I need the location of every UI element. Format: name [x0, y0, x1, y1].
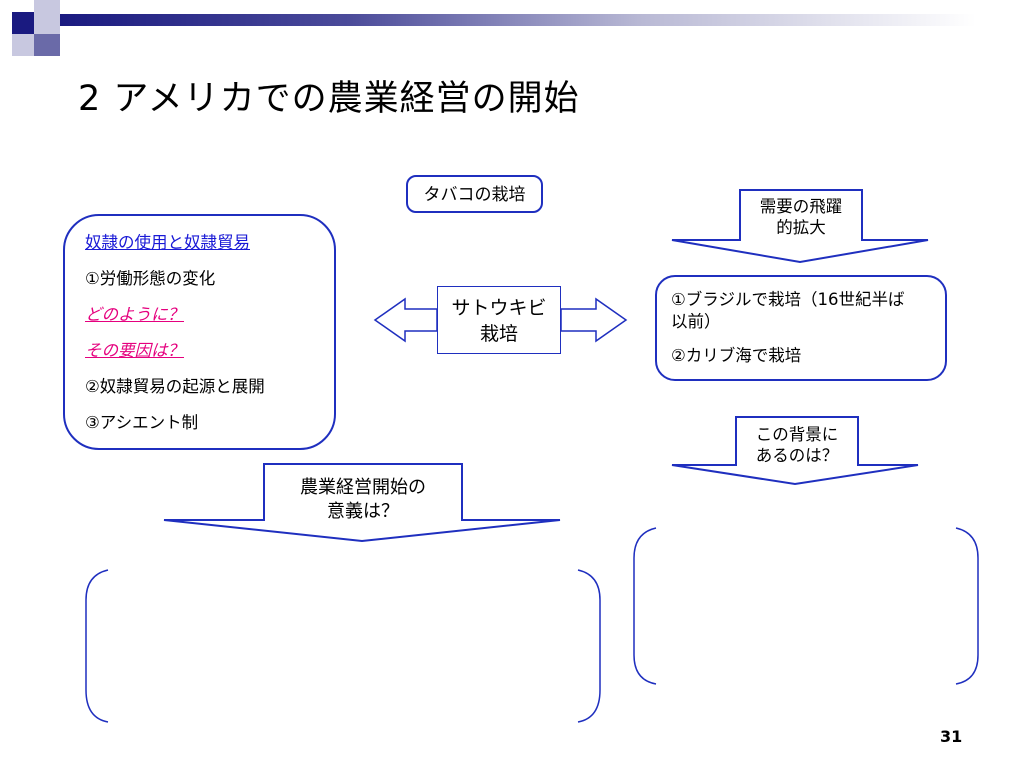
- meaning-line1: 農業経営開始の: [300, 477, 426, 498]
- left-bracket: [85, 569, 109, 723]
- slavery-box: 奴隷の使用と奴隷貿易 ①労働形態の変化 どのように？ その要因は？ ②奴隷貿易の…: [63, 214, 336, 450]
- right-bracket-2: [955, 527, 979, 685]
- demand-line1: 需要の飛躍: [759, 197, 843, 216]
- sugarcane-line1: サトウキビ: [451, 297, 547, 319]
- cultivation-line2: 以前）: [671, 312, 721, 331]
- demand-arrow-shape: [671, 189, 929, 264]
- cultivation-box: ①ブラジルで栽培（16世紀半ば 以前） ②カリブ海で栽培: [655, 275, 947, 381]
- meaning-arrow-shape: [163, 463, 561, 543]
- cultivation-line3: ②カリブ海で栽培: [671, 346, 802, 365]
- slavery-item3: ③アシエント制: [85, 413, 199, 432]
- question-how[interactable]: どのように？: [85, 305, 184, 324]
- slavery-link[interactable]: 奴隷の使用と奴隷貿易: [85, 233, 250, 252]
- sugarcane-box: サトウキビ 栽培: [437, 286, 561, 354]
- cultivation-line1: ①ブラジルで栽培（16世紀半ば: [671, 290, 905, 309]
- demand-arrow-label: 需要の飛躍 的拡大: [740, 196, 862, 238]
- tobacco-box: タバコの栽培: [406, 175, 543, 213]
- double-arrow-shape-right: [560, 297, 628, 343]
- page-title: 2 アメリカでの農業経営の開始: [78, 79, 580, 119]
- sugarcane-line2: 栽培: [479, 323, 518, 345]
- light-square-2: [12, 34, 34, 56]
- double-arrow-shape: [373, 297, 438, 343]
- meaning-line2: 意義は？: [327, 501, 399, 522]
- background-line2: あるのは？: [755, 446, 839, 465]
- navy-square: [12, 12, 34, 34]
- background-line1: この背景に: [755, 425, 839, 444]
- mid-square: [34, 34, 60, 56]
- demand-line2: 的拡大: [776, 218, 826, 237]
- page-number: 31: [940, 727, 963, 746]
- right-bracket: [577, 569, 601, 723]
- slavery-item1: ①労働形態の変化: [85, 269, 216, 288]
- left-bracket-2: [633, 527, 657, 685]
- background-arrow-shape: [671, 416, 919, 486]
- meaning-arrow-label: 農業経営開始の 意義は？: [264, 476, 462, 524]
- background-arrow-label: この背景に あるのは？: [736, 424, 858, 466]
- slavery-item2: ②奴隷貿易の起源と展開: [85, 377, 265, 396]
- light-square: [34, 0, 60, 34]
- question-cause[interactable]: その要因は？: [85, 341, 184, 360]
- header-gradient-bar: [60, 14, 1024, 26]
